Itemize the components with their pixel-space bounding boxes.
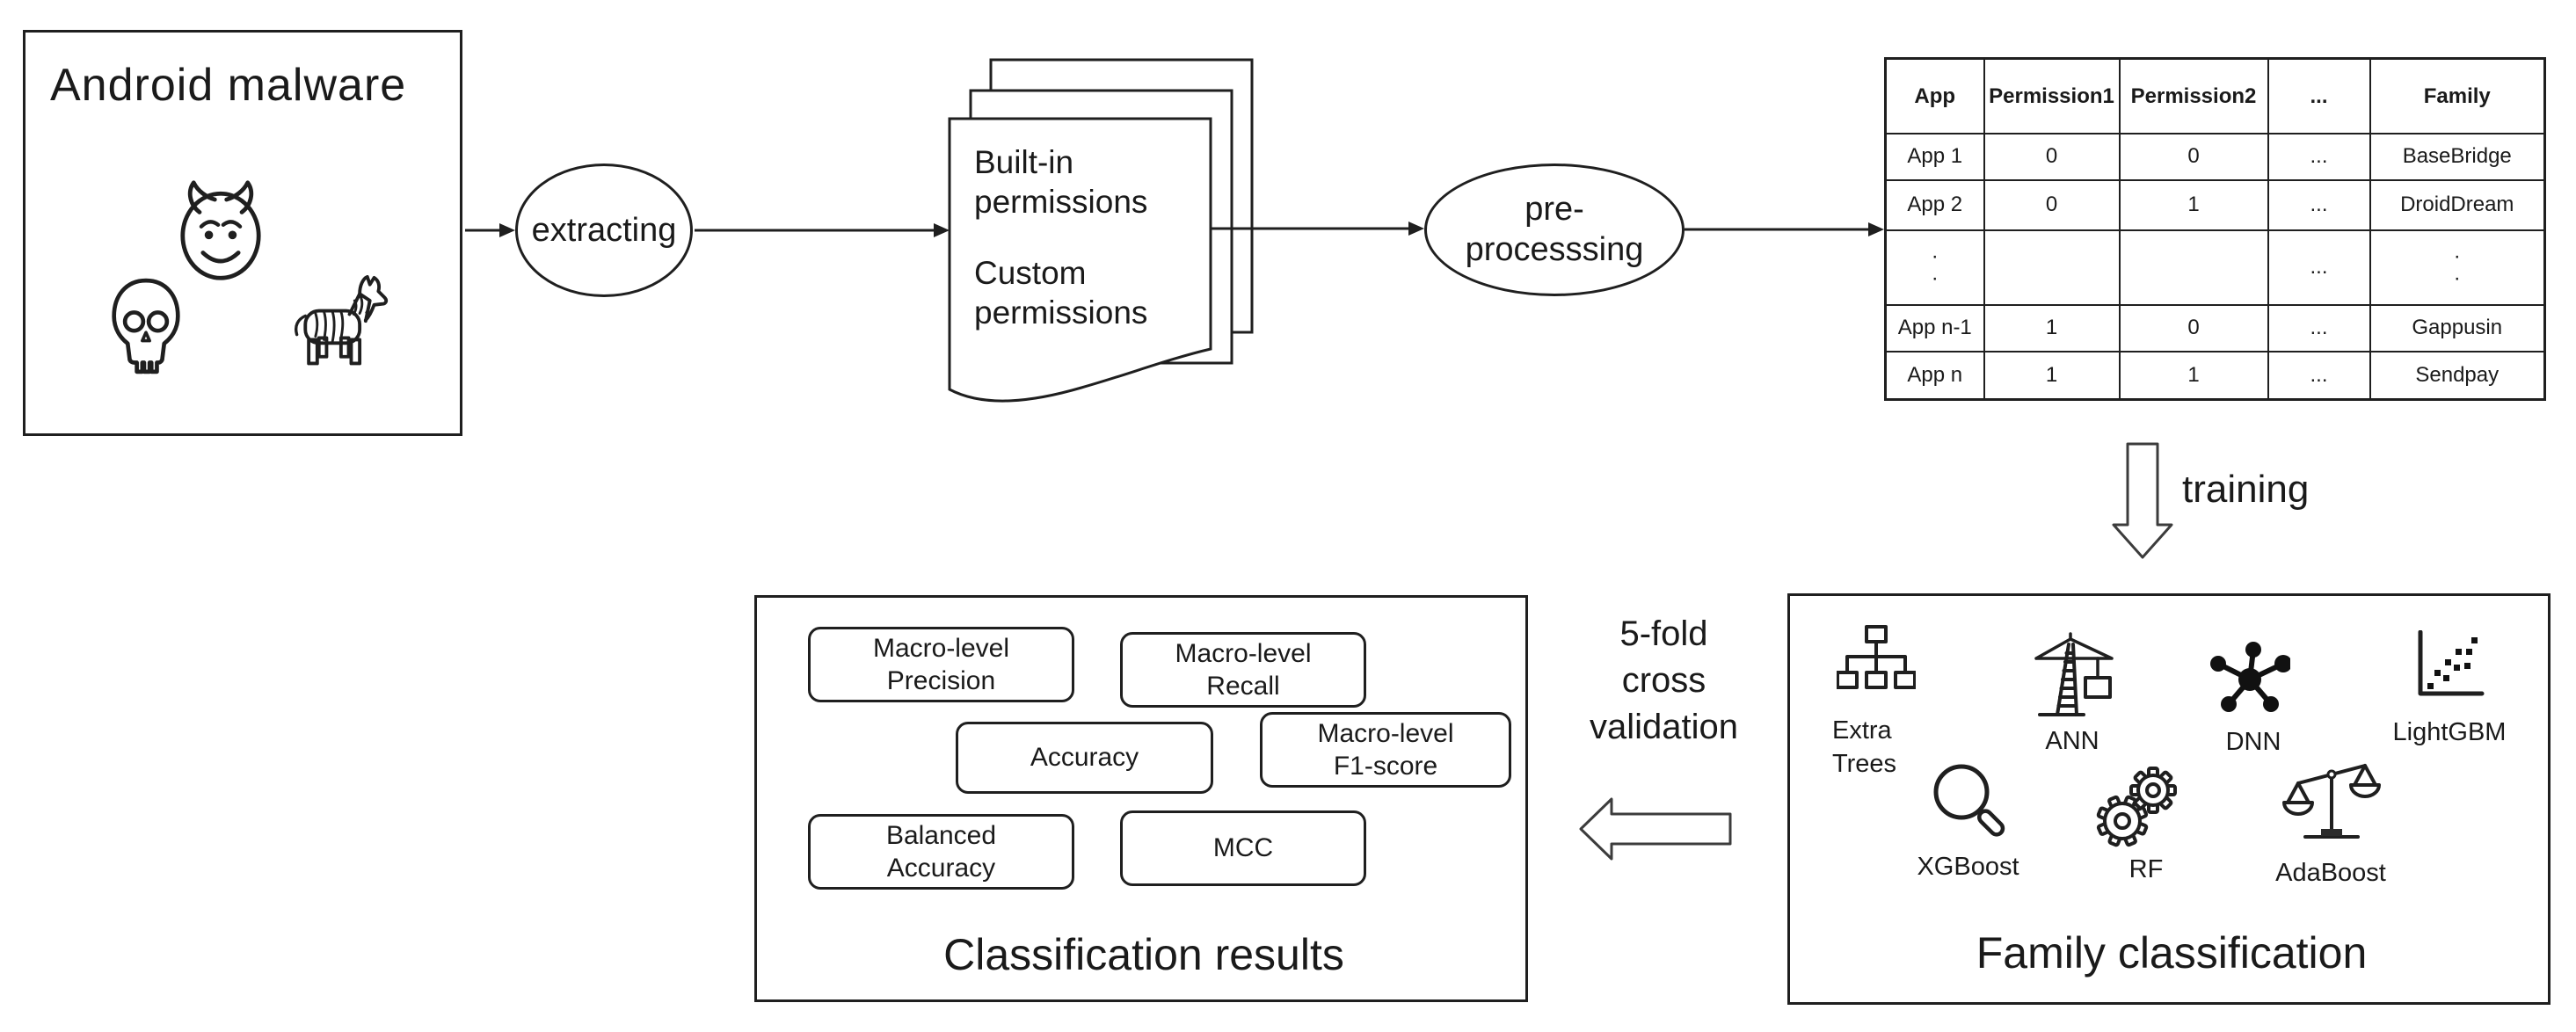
cell xyxy=(2118,229,2269,306)
arrow-preprocessing-to-table xyxy=(1685,222,1884,236)
devil-face-icon xyxy=(180,180,261,280)
gears-icon xyxy=(2096,767,2177,847)
cell: 1 xyxy=(2118,178,2269,231)
extracting-step: extracting xyxy=(515,164,693,297)
cell: 0 xyxy=(2118,303,2269,352)
cross-validation-label: 5-fold cross validation xyxy=(1589,614,1738,746)
classification-results-title: Classification results xyxy=(943,930,1344,979)
zebra-icon xyxy=(295,275,389,366)
arrow-documents-to-preprocessing xyxy=(1212,222,1424,236)
table-row: App n-1 1 0 ... Gappusin xyxy=(1884,303,2546,352)
arrow-extracting-to-documents xyxy=(695,223,950,237)
preprocessing-label: pre- processsing xyxy=(1465,190,1644,268)
metric-accuracy: Accuracy xyxy=(956,722,1213,794)
table-header-row: App Permission1 Permission2 ... Family xyxy=(1884,57,2546,134)
col-header-permission1: Permission1 xyxy=(1983,57,2121,134)
cell: 0 xyxy=(2118,132,2269,181)
metric-macro-f1-score: Macro-level F1-score xyxy=(1260,712,1511,788)
cell: BaseBridge xyxy=(2369,132,2546,181)
table-row: App n 1 1 ... Sendpay xyxy=(1884,350,2546,401)
col-header-permission2: Permission2 xyxy=(2118,57,2269,134)
extra-trees-label: Extra Trees xyxy=(1832,716,1897,778)
cell: App n-1 xyxy=(1884,303,1985,352)
cell: ... xyxy=(2267,229,2371,306)
org-tree-icon xyxy=(1837,625,1916,689)
network-node-icon xyxy=(2210,642,2290,712)
table-row: · · ... · · xyxy=(1884,229,2546,306)
cell: Sendpay xyxy=(2369,350,2546,401)
extracting-label: extracting xyxy=(531,211,677,249)
cell: · · xyxy=(1884,229,1985,306)
cell: App 1 xyxy=(1884,132,1985,181)
validation-arrow xyxy=(1579,797,1732,861)
skull-icon xyxy=(112,278,180,374)
cell: ... xyxy=(2267,132,2371,181)
col-header-family: Family xyxy=(2369,57,2546,134)
training-arrow xyxy=(2112,442,2173,559)
cell: App n xyxy=(1884,350,1985,401)
cell: ... xyxy=(2267,178,2371,231)
training-label: training xyxy=(2182,468,2310,511)
preprocessing-step: pre- processsing xyxy=(1424,164,1685,296)
rf-label: RF xyxy=(2128,855,2164,883)
xgboost-label: XGBoost xyxy=(1917,853,2019,881)
cell: ... xyxy=(2267,303,2371,352)
custom-permissions-text: Custom permissions xyxy=(974,255,1148,331)
permissions-table: App Permission1 Permission2 ... Family A… xyxy=(1884,57,2546,401)
family-classification-box: Extra Trees ANN xyxy=(1787,593,2551,1005)
cell: 1 xyxy=(1983,303,2121,352)
metric-mcc: MCC xyxy=(1120,810,1366,886)
lightgbm-label: LightGBM xyxy=(2392,718,2507,746)
table-row: App 2 0 1 ... DroidDream xyxy=(1884,178,2546,231)
cell: DroidDream xyxy=(2369,178,2546,231)
builtin-permissions-text: Built-in permissions xyxy=(974,144,1148,221)
family-classification-title: Family classification xyxy=(1976,928,2368,977)
cell: ... xyxy=(2267,350,2371,401)
dnn-label: DNN xyxy=(2225,728,2281,756)
arrow-source-to-extracting xyxy=(465,223,515,237)
ann-label: ANN xyxy=(2045,727,2099,755)
android-malware-title: Android malware xyxy=(50,60,407,111)
metric-macro-precision: Macro-level Precision xyxy=(808,627,1074,702)
android-malware-box: Android malware xyxy=(23,30,462,436)
document-stack-icon xyxy=(948,58,1254,403)
cell: 1 xyxy=(2118,350,2269,401)
table-row: App 1 0 0 ... BaseBridge xyxy=(1884,132,2546,181)
cell: · · xyxy=(2369,229,2546,306)
magnifier-icon xyxy=(1933,764,2005,837)
cell: Gappusin xyxy=(2369,303,2546,352)
cell: 0 xyxy=(1983,132,2121,181)
cell: 1 xyxy=(1983,350,2121,401)
scatter-chart-icon xyxy=(2418,630,2485,696)
adaboost-label: AdaBoost xyxy=(2275,859,2386,887)
metric-balanced-accuracy: Balanced Accuracy xyxy=(808,814,1074,890)
cell: App 2 xyxy=(1884,178,1985,231)
col-header-app: App xyxy=(1884,57,1985,134)
crane-icon xyxy=(2034,632,2114,716)
metric-macro-recall: Macro-level Recall xyxy=(1120,632,1366,708)
col-header-ellipsis: ... xyxy=(2267,57,2371,134)
cell xyxy=(1983,229,2121,306)
cell: 0 xyxy=(1983,178,2121,231)
balance-scale-icon xyxy=(2282,764,2381,839)
classification-results-box: Macro-level Precision Macro-level Recall… xyxy=(754,595,1528,1002)
